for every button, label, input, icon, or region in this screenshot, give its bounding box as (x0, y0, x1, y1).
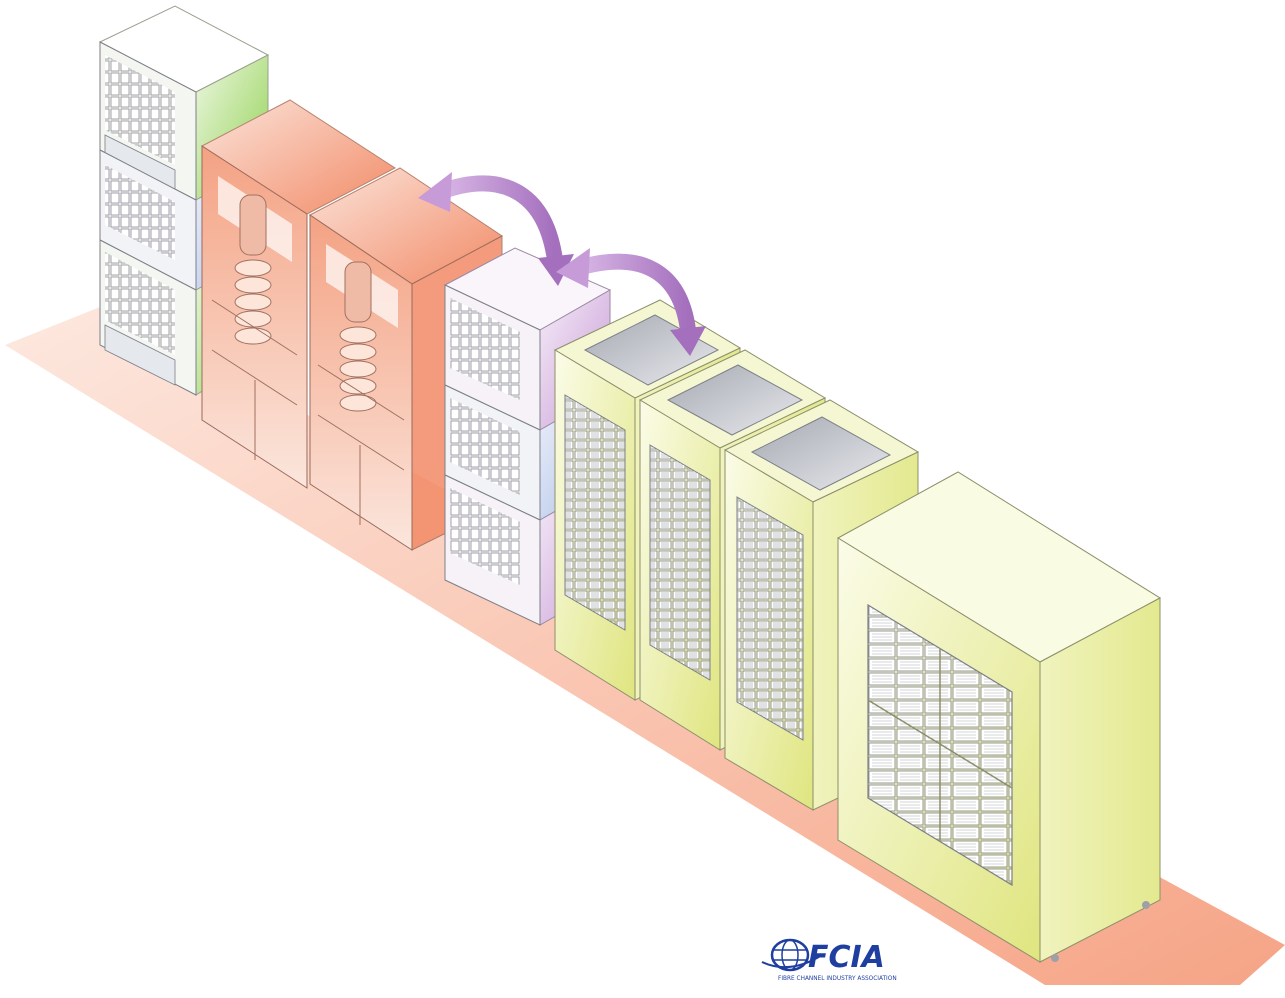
fcia-logo: FCIA FIBRE CHANNEL INDUSTRY ASSOCIATION (761, 938, 897, 982)
mainframe-1 (201, 99, 396, 489)
logo-name: FCIA (808, 940, 885, 975)
arrow-mainframe-to-server (418, 172, 574, 286)
arrow-server-to-storage (556, 248, 706, 356)
logo-tagline: FIBRE CHANNEL INDUSTRY ASSOCIATION (778, 976, 897, 982)
globe-icon (761, 938, 823, 972)
storage-cabinet-large (837, 471, 1161, 963)
